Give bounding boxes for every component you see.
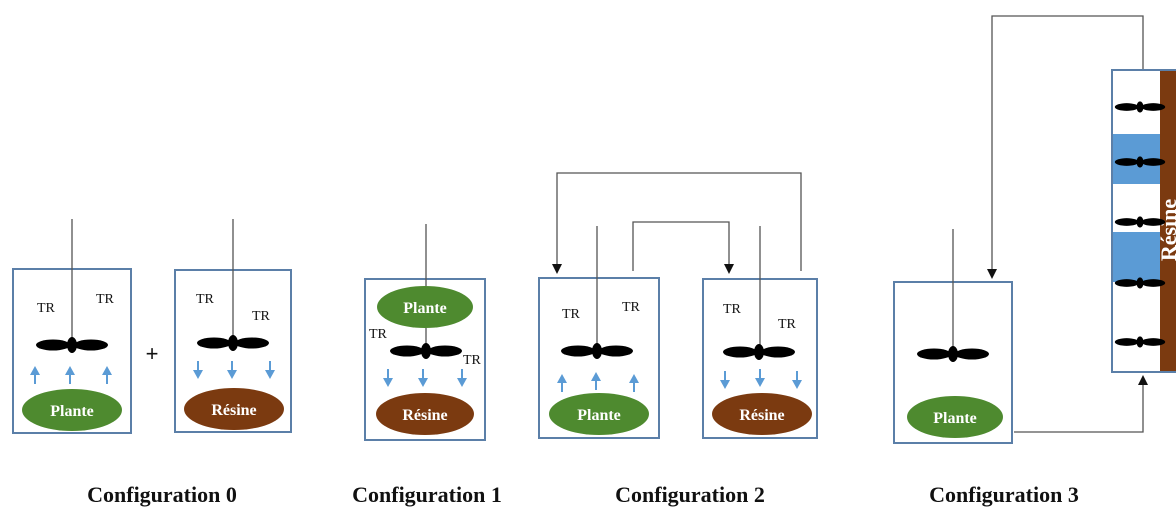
config-0: TR TR Plante + TR TR Résine Configuratio… — [12, 219, 292, 507]
config-2: TR TR Plante TR TR Résine Configuration … — [538, 172, 818, 507]
flow-arrow-icon — [552, 172, 802, 274]
flow-arrow-icon — [632, 221, 734, 274]
tr-label: TR — [778, 317, 797, 332]
resine-oval — [376, 393, 474, 435]
plante-oval — [907, 396, 1003, 438]
tr-label: TR — [96, 292, 115, 307]
tr-label: TR — [622, 300, 641, 315]
plante-oval — [377, 286, 473, 328]
flow-arrow-icon — [1014, 375, 1148, 433]
tank-plante-c0: TR TR Plante — [12, 219, 132, 434]
config-1: Plante TR TR Résine Configuration 1 — [352, 224, 502, 507]
tank-resine-c0: TR TR Résine — [174, 219, 292, 433]
caption-config-2: Configuration 2 — [615, 482, 765, 507]
tr-label: TR — [369, 327, 388, 342]
tr-label: TR — [562, 307, 581, 322]
column-band — [1113, 232, 1160, 282]
column-resine-label: Résine — [1156, 199, 1176, 262]
resine-column: Résine — [1111, 69, 1176, 373]
config-3: Plante Résine Configuration 3 — [893, 15, 1176, 507]
plante-oval — [22, 389, 122, 431]
resine-label: Résine — [211, 402, 256, 419]
plante-label: Plante — [933, 410, 977, 427]
flow-arrow-icon — [987, 15, 1144, 279]
tank-plante-c3: Plante — [893, 229, 1013, 444]
tank-resine-c2: TR TR Résine — [702, 226, 818, 439]
plante-label: Plante — [403, 300, 447, 317]
plante-label: Plante — [50, 403, 94, 420]
resine-oval — [712, 393, 812, 435]
plante-label: Plante — [577, 407, 621, 424]
column-resine-strip — [1160, 71, 1176, 371]
resine-label: Résine — [402, 407, 447, 424]
tr-label: TR — [196, 292, 215, 307]
caption-config-1: Configuration 1 — [352, 482, 502, 507]
tr-label: TR — [463, 353, 482, 368]
tr-label: TR — [252, 309, 271, 324]
tr-label: TR — [723, 302, 742, 317]
plus-sign: + — [146, 341, 159, 366]
caption-config-3: Configuration 3 — [929, 482, 1079, 507]
plante-oval — [549, 393, 649, 435]
resine-label: Résine — [739, 407, 784, 424]
tank-plante-c2: TR TR Plante — [538, 226, 660, 439]
resine-oval — [184, 388, 284, 430]
tr-label: TR — [37, 301, 56, 316]
caption-config-0: Configuration 0 — [87, 482, 237, 507]
